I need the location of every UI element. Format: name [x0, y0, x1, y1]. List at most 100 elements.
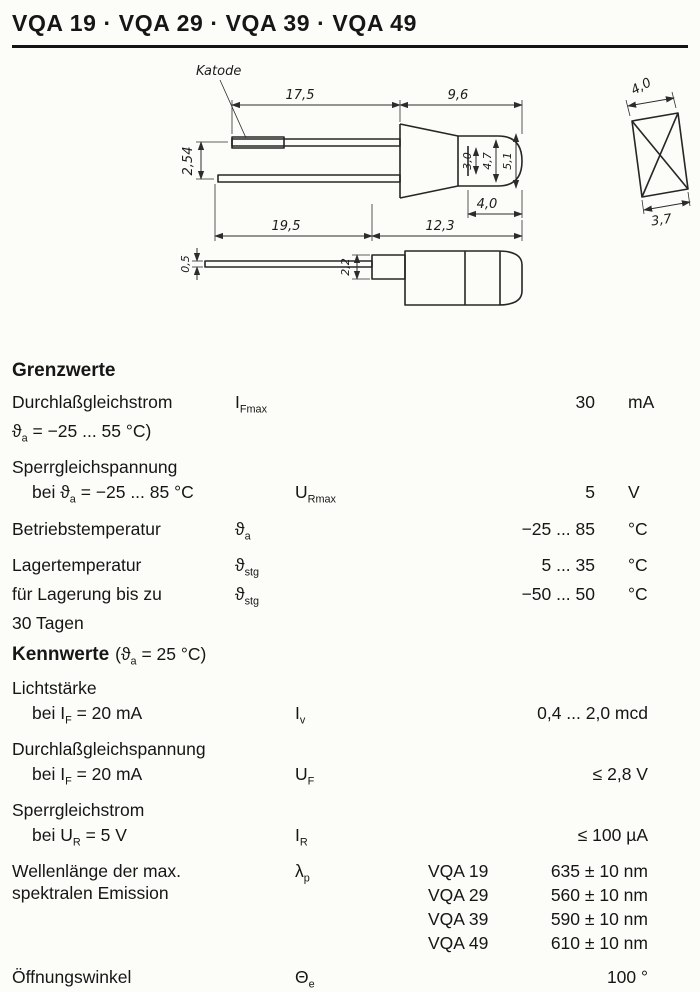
dim-body-length: 9,6: [399, 88, 523, 134]
dim-face-depth: 3,7: [641, 191, 691, 230]
cond-pre: bei U: [32, 824, 73, 845]
symbol-subscript: p: [303, 872, 310, 885]
led-side-view: [217, 123, 523, 199]
spec-label: Öffnungswinkel: [12, 967, 132, 988]
dim-face-width: 4,0: [625, 75, 677, 117]
variant-row: VQA 19 635 ± 10 nm: [388, 860, 688, 882]
titlebar: VQA 19 · VQA 29 · VQA 39 · VQA 49: [0, 0, 700, 48]
dim-lead-pitch: 2,54: [181, 141, 228, 180]
spec-label: Sperrgleichspannung: [12, 457, 178, 478]
spec-unit: °C: [628, 554, 648, 575]
dim-label-2-2: 2,2: [339, 258, 352, 276]
spec-label: Betriebstemperatur: [12, 518, 161, 539]
spec-value: ≤ 100 µA: [577, 824, 648, 845]
spec-row-durchlassgleichstrom: Durchlaßgleichstrom IFmax 30 mA: [12, 391, 688, 417]
spec-condition: ϑa = −25 ... 55 °C): [12, 420, 235, 446]
symbol-base: I: [235, 392, 240, 412]
led-dimension-drawing: Katode 17,5 9,6 2,54: [179, 64, 691, 306]
spec-row-sperrgleichspannung: Sperrgleichspannung: [12, 456, 688, 478]
spec-label: Lagertemperatur: [12, 554, 142, 575]
variant-value: 560 ± 10 nm: [550, 885, 648, 906]
spec-row-wellenlaenge: Wellenlänge der max. spektralen Emission…: [12, 860, 688, 956]
spec-value: 100 °: [606, 967, 648, 988]
symbol-base: U: [295, 482, 308, 503]
symbol-subscript: stg: [244, 566, 260, 579]
spec-tables: Grenzwerte Durchlaßgleichstrom IFmax 30 …: [0, 348, 700, 992]
symbol-base: ϑ: [235, 554, 245, 575]
spec-label: 30 Tagen: [12, 612, 84, 633]
dim-label-9-6: 9,6: [448, 88, 469, 103]
spec-label-line1: Wellenlänge der max.: [12, 861, 181, 882]
spec-label: Lichtstärke: [12, 677, 97, 698]
symbol-subscript: a: [244, 530, 251, 543]
spec-row-lagertemperatur-3: 30 Tagen: [12, 612, 688, 634]
cond-subscript: F: [65, 714, 72, 727]
spec-label: Wellenlänge der max. spektralen Emission: [12, 860, 295, 904]
spec-condition: bei IF = 20 mA: [12, 763, 295, 789]
heading-condition: (ϑa = 25 °C): [115, 644, 206, 668]
cond-subscript: a: [69, 493, 76, 506]
spec-unit: V: [628, 482, 640, 503]
symbol-base: ϑ: [235, 583, 245, 604]
spec-label-line2: spektralen Emission: [12, 883, 169, 904]
spec-value: 30: [575, 392, 595, 412]
dim-label-17-5: 17,5: [286, 88, 315, 103]
spec-unit: °C: [628, 518, 648, 539]
cond-post: = 5 V: [80, 824, 127, 845]
spec-symbol: IR: [295, 824, 388, 850]
variant-row: VQA 49 610 ± 10 nm: [388, 932, 688, 954]
led-front-view: [631, 112, 689, 198]
spec-row-betriebstemperatur: Betriebstemperatur ϑa −25 ... 85 °C: [12, 518, 688, 544]
dim-label-4-0: 4,0: [477, 197, 498, 212]
spec-row-lichtstaerke: Lichtstärke: [12, 677, 688, 699]
cond-subscript: F: [65, 775, 72, 788]
spec-row-durchlassgleichspannung-condition: bei IF = 20 mA UF ≤ 2,8 V: [12, 763, 688, 789]
dim-label-3-7: 3,7: [650, 212, 673, 230]
spec-row-lichtstaerke-condition: bei IF = 20 mA Iv 0,4 ... 2,0 mcd: [12, 702, 688, 728]
spec-row-oeffnungswinkel: Öffnungswinkel Θe 100 °: [12, 966, 688, 992]
dim-label-0-5: 0,5: [179, 255, 192, 273]
dim-label-2-54: 2,54: [181, 147, 196, 176]
spec-symbol: UF: [295, 763, 388, 789]
dim-label-face-4-0: 4,0: [629, 75, 654, 98]
spec-value: 5: [585, 482, 595, 503]
variant-name: VQA 19: [428, 861, 489, 882]
spec-value: −50 ... 50: [521, 583, 595, 604]
spec-symbol: IFmax: [235, 391, 388, 417]
spec-symbol: ϑstg: [235, 583, 388, 609]
symbol-base: ϑ: [235, 518, 245, 539]
section-heading-grenzwerte: Grenzwerte: [12, 360, 116, 381]
variant-row: VQA 39 590 ± 10 nm: [388, 908, 688, 930]
spec-symbol: Iv: [295, 702, 388, 728]
spec-unit: °C: [628, 583, 648, 604]
variant-value: 590 ± 10 nm: [550, 909, 648, 930]
spec-row-sperr-condition: bei ϑa = −25 ... 85 °C URmax 5 V: [12, 481, 688, 507]
cond-post: = −25 ... 55 °C): [27, 421, 152, 442]
variant-name: VQA 49: [428, 933, 489, 954]
spec-symbol: ϑstg: [235, 554, 388, 580]
cond-pre: bei I: [32, 763, 66, 784]
spec-symbol: ϑa: [235, 518, 388, 544]
spec-row-sperrgleichstrom-condition: bei UR = 5 V IR ≤ 100 µA: [12, 824, 688, 850]
dim-lead-thickness: 0,5: [179, 248, 203, 280]
section-heading-kennwerte: Kennwerte(ϑa = 25 °C): [12, 644, 688, 668]
spec-symbol: λp: [295, 860, 388, 886]
dim-lead-length: 17,5: [231, 88, 401, 134]
spec-condition: bei UR = 5 V: [12, 824, 295, 850]
spec-unit: mA: [628, 392, 655, 412]
wavelength-variant-list: VQA 19 635 ± 10 nm VQA 29 560 ± 10 nm VQ…: [388, 860, 688, 956]
variant-row: VQA 29 560 ± 10 nm: [388, 884, 688, 906]
cond-post: = 20 mA: [71, 763, 143, 784]
cond-subscript: a: [130, 655, 137, 668]
page-title: VQA 19 · VQA 29 · VQA 39 · VQA 49: [12, 10, 417, 36]
cond-post: = −25 ... 85 °C: [75, 482, 194, 503]
spec-condition: bei ϑa = −25 ... 85 °C: [12, 481, 295, 507]
cond-pre: bei ϑ: [32, 482, 70, 503]
heading-text: Kennwerte: [12, 644, 110, 666]
symbol-subscript: e: [308, 978, 315, 991]
dim-label-5-1: 5,1: [501, 152, 514, 170]
symbol-base: Θ: [295, 967, 309, 988]
spec-row-durchlassgleichspannung: Durchlaßgleichspannung: [12, 738, 688, 760]
cond-post: = 20 mA: [71, 702, 143, 723]
